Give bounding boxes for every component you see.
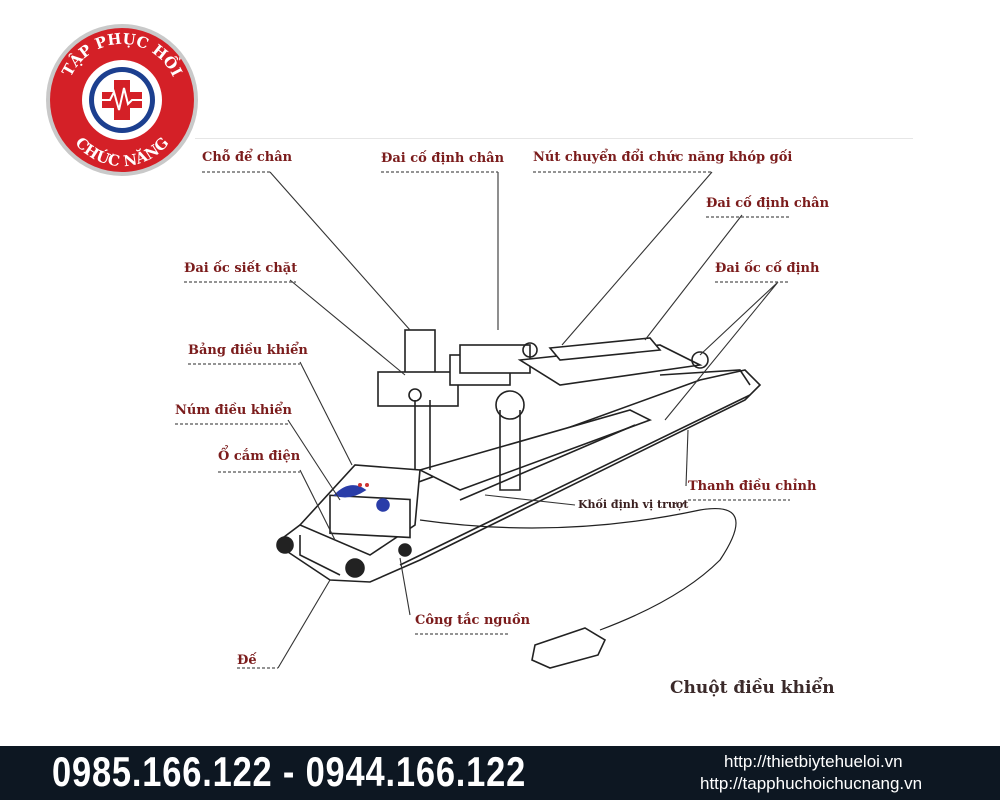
label-knee-switch: Nút chuyển đổi chức năng khóp gối — [533, 150, 793, 165]
control-panel — [329, 494, 411, 539]
phone-numbers: 0985.166.122 - 0944.166.122 — [52, 748, 527, 795]
label-adjust-bar: Thanh điều chỉnh — [688, 479, 817, 494]
label-power-switch: Công tắc nguồn — [415, 613, 531, 628]
leader-lines — [269, 171, 779, 669]
logo: TẬP PHỤC HỒI CHỨC NĂNG — [46, 24, 198, 176]
label-foot-rest: Chỗ để chân — [202, 150, 293, 165]
foot-plate — [459, 344, 531, 374]
website-link-1[interactable]: http://thietbiytehueloi.vn — [724, 752, 903, 771]
label-control-mouse: Chuột điều khiển — [670, 678, 835, 698]
label-control-panel: Bảng điều khiển — [188, 343, 308, 358]
machine-diagram — [175, 171, 790, 669]
label-slide-block: Khối định vị trượt — [578, 498, 689, 511]
rail — [399, 394, 751, 566]
label-power-socket: Ổ cắm điện — [218, 449, 301, 464]
control-mouse-shape — [531, 627, 607, 669]
website-link-2[interactable]: http://tapphuchoichucnang.vn — [700, 774, 923, 793]
label-base: Đế — [237, 653, 257, 668]
divider — [195, 138, 913, 139]
label-tighten-nut: Đai ốc siết chặt — [184, 261, 298, 276]
label-foot-strap-2: Đai cố định chân — [706, 196, 830, 211]
label-foot-strap-1: Đai cố định chân — [381, 151, 505, 166]
footer-bar: 0985.166.122 - 0944.166.122 http://thiet… — [0, 746, 1000, 800]
cable — [419, 508, 737, 631]
label-control-knob: Núm điều khiển — [175, 403, 293, 418]
label-fixing-nut: Đai ốc cố định — [715, 261, 820, 276]
